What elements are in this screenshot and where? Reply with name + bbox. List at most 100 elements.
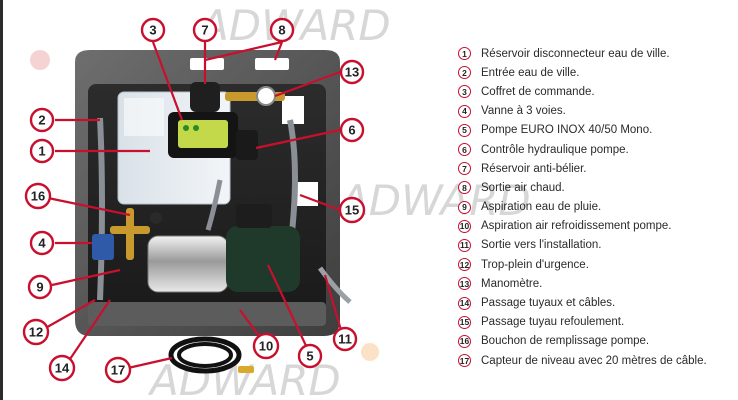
leader-11 (323, 274, 345, 338)
three-way-valve (92, 234, 114, 260)
callout-2: 2 (29, 107, 55, 133)
legend-number: 14 (458, 296, 471, 310)
leader-lines (41, 40, 345, 370)
legend-number: 11 (458, 238, 471, 252)
left-border-line (0, 0, 3, 400)
callout-4: 4 (29, 230, 55, 256)
svg-text:2: 2 (38, 113, 45, 128)
legend-item: 9 Aspiration eau de pluie. (458, 198, 736, 217)
callout-1: 1 (29, 138, 55, 164)
svg-text:16: 16 (31, 189, 45, 204)
inlet-hose (97, 117, 105, 301)
watermark-text-middle: ADWARD (337, 176, 531, 225)
leader-16 (47, 196, 131, 217)
pressure-gauge (256, 86, 276, 106)
svg-text:3: 3 (149, 23, 156, 38)
leader-15 (299, 193, 341, 212)
legend-label: Vanne à 3 voies. (481, 105, 566, 118)
pump-hose (205, 179, 223, 231)
legend-label: Sortie air chaud. (481, 181, 565, 194)
legend-item: 14 Passage tuyaux et câbles. (458, 293, 736, 312)
legend-number: 2 (458, 66, 471, 80)
leader-8b (204, 40, 283, 62)
leader-8a (273, 41, 284, 61)
sensor-probe (238, 366, 254, 373)
callout-17: 17 (104, 356, 132, 384)
sensor-cable-coil (177, 342, 233, 368)
leader-10 (239, 309, 263, 341)
legend-number: 12 (458, 258, 471, 272)
leader-14 (67, 299, 111, 363)
callout-13: 13 (339, 59, 365, 85)
legend-label: Capteur de niveau avec 20 mètres de câbl… (481, 354, 707, 367)
legend-label: Bouchon de remplissage pompe. (481, 335, 650, 348)
legend-label: Pompe EURO INOX 40/50 Mono. (481, 124, 653, 137)
svg-text:9: 9 (36, 280, 43, 295)
callout-5: 5 (297, 343, 323, 369)
svg-text:14: 14 (55, 361, 70, 376)
control-box (168, 112, 238, 158)
callout-9: 9 (27, 274, 53, 300)
legend-label: Passage tuyaux et câbles. (481, 297, 616, 310)
svg-text:8: 8 (278, 23, 285, 38)
legend-label: Aspiration eau de pluie. (481, 201, 602, 214)
legend-item: 6 Contrôle hydraulique pompe. (458, 140, 736, 159)
legend-label: Aspiration air refroidissement pompe. (481, 220, 672, 233)
callouts: 3 7 8 13 2 1 6 16 15 4 9 12 14 10 5 11 1… (22, 17, 366, 384)
legend-number: 5 (458, 123, 471, 137)
indicator-led (183, 125, 189, 131)
outlet-hose (317, 266, 352, 304)
callout-11: 11 (332, 326, 358, 352)
svg-text:13: 13 (345, 65, 359, 80)
svg-text:5: 5 (306, 349, 313, 364)
pipe-passage-opening (282, 96, 304, 124)
legend-label: Entrée eau de ville. (481, 66, 580, 79)
leader-6 (255, 128, 341, 150)
legend-number: 3 (458, 85, 471, 99)
leader-12 (41, 299, 96, 331)
legend-number: 10 (458, 219, 471, 233)
callout-8: 8 (269, 17, 295, 43)
callout-6: 6 (339, 117, 365, 143)
legend-item: 17 Capteur de niveau avec 20 mètres de câ… (458, 351, 736, 370)
svg-text:10: 10 (259, 339, 273, 354)
legend-number: 16 (458, 334, 471, 348)
legend-label: Passage tuyau refoulement. (481, 316, 625, 329)
legend-number: 15 (458, 315, 471, 329)
legend-number: 8 (458, 181, 471, 195)
pump (147, 204, 300, 293)
pump-motor (226, 226, 300, 292)
legend-number: 6 (458, 143, 471, 157)
svg-text:1: 1 (38, 144, 45, 159)
callout-15: 15 (338, 196, 366, 224)
legend-label: Manomètre. (481, 277, 543, 290)
callout-3: 3 (140, 17, 166, 43)
callout-14: 14 (48, 354, 76, 382)
control-box-display (178, 120, 228, 148)
legend-label: Coffret de commande. (481, 85, 595, 98)
legend-label: Réservoir disconnecteur eau de ville. (481, 47, 670, 60)
cabinet-base (88, 302, 326, 326)
callout-7: 7 (192, 17, 218, 43)
pump-steel-body (147, 235, 229, 293)
watermark-dot (361, 343, 379, 361)
legend-item: 4 Vanne à 3 voies. (458, 102, 736, 121)
legend-label: Contrôle hydraulique pompe. (481, 143, 629, 156)
legend-number: 13 (458, 277, 471, 291)
svg-text:11: 11 (338, 332, 352, 347)
legend-item: 8 Sortie air chaud. (458, 178, 736, 197)
legend-number: 4 (458, 104, 471, 118)
legend-item: 13 Manomètre. (458, 274, 736, 293)
legend-item: 10 Aspiration air refroidissement pompe. (458, 217, 736, 236)
legend-number: 17 (458, 354, 471, 368)
legend-number: 9 (458, 200, 471, 214)
legend-item: 2 Entrée eau de ville. (458, 63, 736, 82)
svg-text:15: 15 (345, 203, 359, 218)
legend-number: 7 (458, 162, 471, 176)
legend-number: 1 (458, 47, 471, 61)
priming-plug (150, 212, 162, 224)
svg-text:17: 17 (111, 363, 125, 378)
